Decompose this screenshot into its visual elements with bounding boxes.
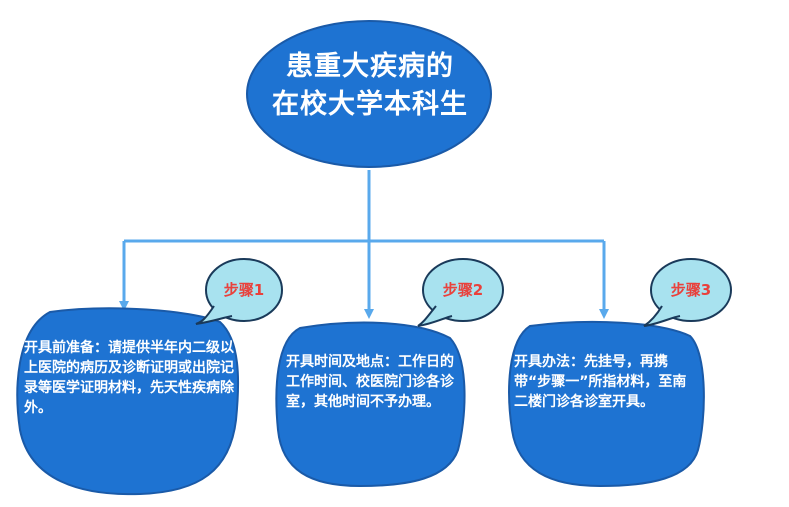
title-line-1: 患重大疾病的 (286, 51, 454, 82)
step-card-text-1: 开具前准备：请提供半年内二级以上医院的病历及诊断证明或出院记录等医学证明材料，先… (24, 340, 234, 416)
step-tag-label-3: 步骤3 (670, 281, 712, 299)
step-card-text-2: 开具时间及地点：工作日的工作时间、校医院门诊各诊室，其他时间不予办理。 (286, 354, 454, 410)
diagram-title: 患重大疾病的 在校大学本科生 (250, 48, 490, 124)
title-line-2: 在校大学本科生 (272, 89, 468, 120)
step-tag-label-2: 步骤2 (442, 281, 484, 299)
connectors (119, 170, 609, 319)
step-tag-label-1: 步骤1 (223, 281, 265, 299)
step-card-text-3: 开具办法：先挂号，再携带“步骤一”所指材料，至南二楼门诊各诊室开具。 (514, 354, 687, 410)
